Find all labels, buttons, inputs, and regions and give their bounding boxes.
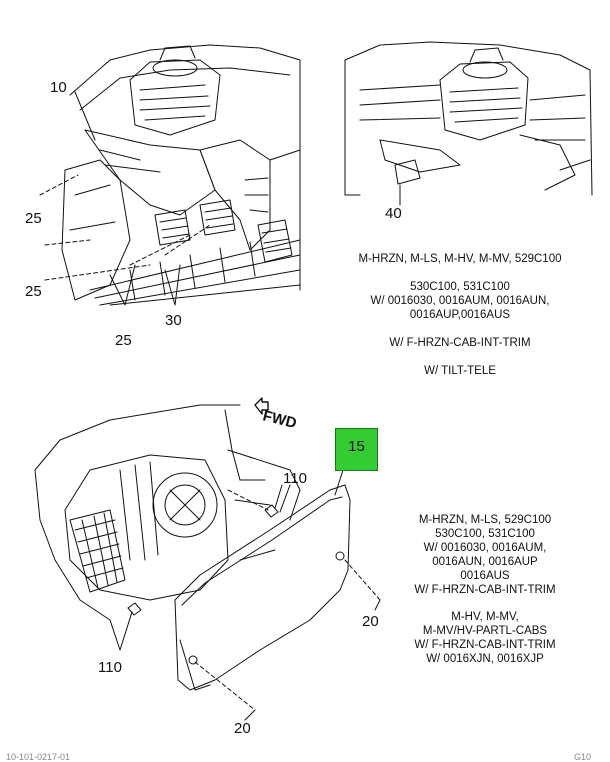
dash-pedal-illustration [39,44,301,306]
note-line: W/ 0016XJN, 0016XJP [426,653,544,665]
callout-20-bottom: 20 [234,720,251,737]
notes-top: M-HRZN, M-LS, M-HV, M-MV, 529C100 530C10… [340,252,580,378]
callout-20-right: 20 [362,613,379,630]
note-line [340,350,580,364]
note-line: 0016AUP,0016AUS [409,309,511,321]
footer-right-code: G10 [574,752,592,762]
callout-15[interactable]: 15 [348,438,365,455]
callout-110-lower: 110 [98,659,122,676]
callout-40: 40 [385,205,402,222]
note-line: 530C100, 531C100 [410,281,510,293]
engine-cover-illustration [344,41,593,206]
fwd-label: FWD [261,407,298,432]
note-line: 0016AUN, 0016AUP [432,556,538,568]
note-line: W/ F-HRZN-CAB-INT-TRIM [414,584,556,596]
note-line: 530C100, 531C100 [435,528,535,540]
note-line [340,266,580,280]
notes-bottom-first: M-HRZN, M-LS, 529C100 530C100, 531C100 W/ … [395,513,575,597]
note-line: W/ 0016030, 0016AUM, 0016AUN, [370,295,550,307]
note-line: M-HRZN, M-LS, M-HV, M-MV, 529C100 [358,253,562,265]
callout-110-upper: 110 [283,470,307,487]
note-line [340,322,580,336]
callout-25-upper: 25 [25,210,42,227]
note-line: M-HV, M-MV, [451,611,519,623]
callout-25-lower: 25 [115,332,132,349]
note-line: M-HRZN, M-LS, 529C100 [418,514,552,526]
note-line: W/ TILT-TELE [424,365,496,377]
highlight-callout-15-box[interactable] [335,428,378,471]
blower-trim-illustration [34,404,381,721]
footer-left-code: 10-101-0217-01 [6,752,71,762]
note-line: W/ F-HRZN-CAB-INT-TRIM [389,337,531,349]
fwd-arrow-icon [254,397,269,415]
callout-30: 30 [165,312,182,329]
note-line: M-MV/HV-PARTL-CABS [422,625,548,637]
note-line: 0016AUS [460,570,510,582]
callout-25-middle: 25 [25,283,42,300]
notes-bottom-second: M-HV, M-MV, M-MV/HV-PARTL-CABS W/ F-HRZN-C… [395,610,575,666]
note-line: W/ 0016030, 0016AUM, [423,542,547,554]
note-line: W/ F-HRZN-CAB-INT-TRIM [414,639,556,651]
callout-10: 10 [50,79,67,96]
